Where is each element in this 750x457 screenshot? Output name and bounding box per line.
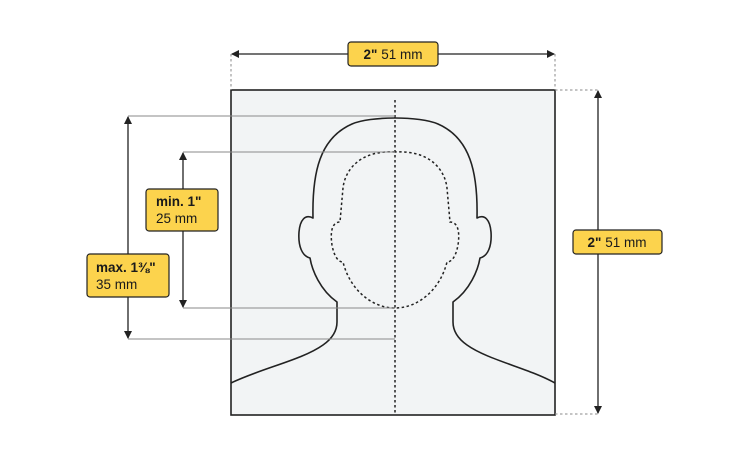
- head-silhouette: [230, 117, 556, 384]
- height-label-bold: 2": [588, 235, 602, 250]
- svg-text:2" 51 mm: 2" 51 mm: [588, 235, 647, 250]
- max-label-line2: 35 mm: [96, 277, 137, 292]
- svg-text:2" 51 mm: 2" 51 mm: [364, 47, 423, 62]
- height-label: 2" 51 mm: [572, 229, 663, 255]
- min-label-line1: min. 1": [156, 194, 201, 209]
- photo-frame: [230, 89, 556, 416]
- min-label-line2: 25 mm: [156, 211, 197, 226]
- max-label-line1: max. 1⅜": [96, 260, 156, 275]
- width-label: 2" 51 mm: [347, 41, 439, 67]
- min-label: min. 1" 25 mm: [145, 188, 219, 232]
- width-label-bold: 2": [364, 47, 378, 62]
- width-label-rest: 51 mm: [377, 47, 422, 62]
- height-label-rest: 51 mm: [601, 235, 646, 250]
- max-label: max. 1⅜" 35 mm: [86, 253, 170, 298]
